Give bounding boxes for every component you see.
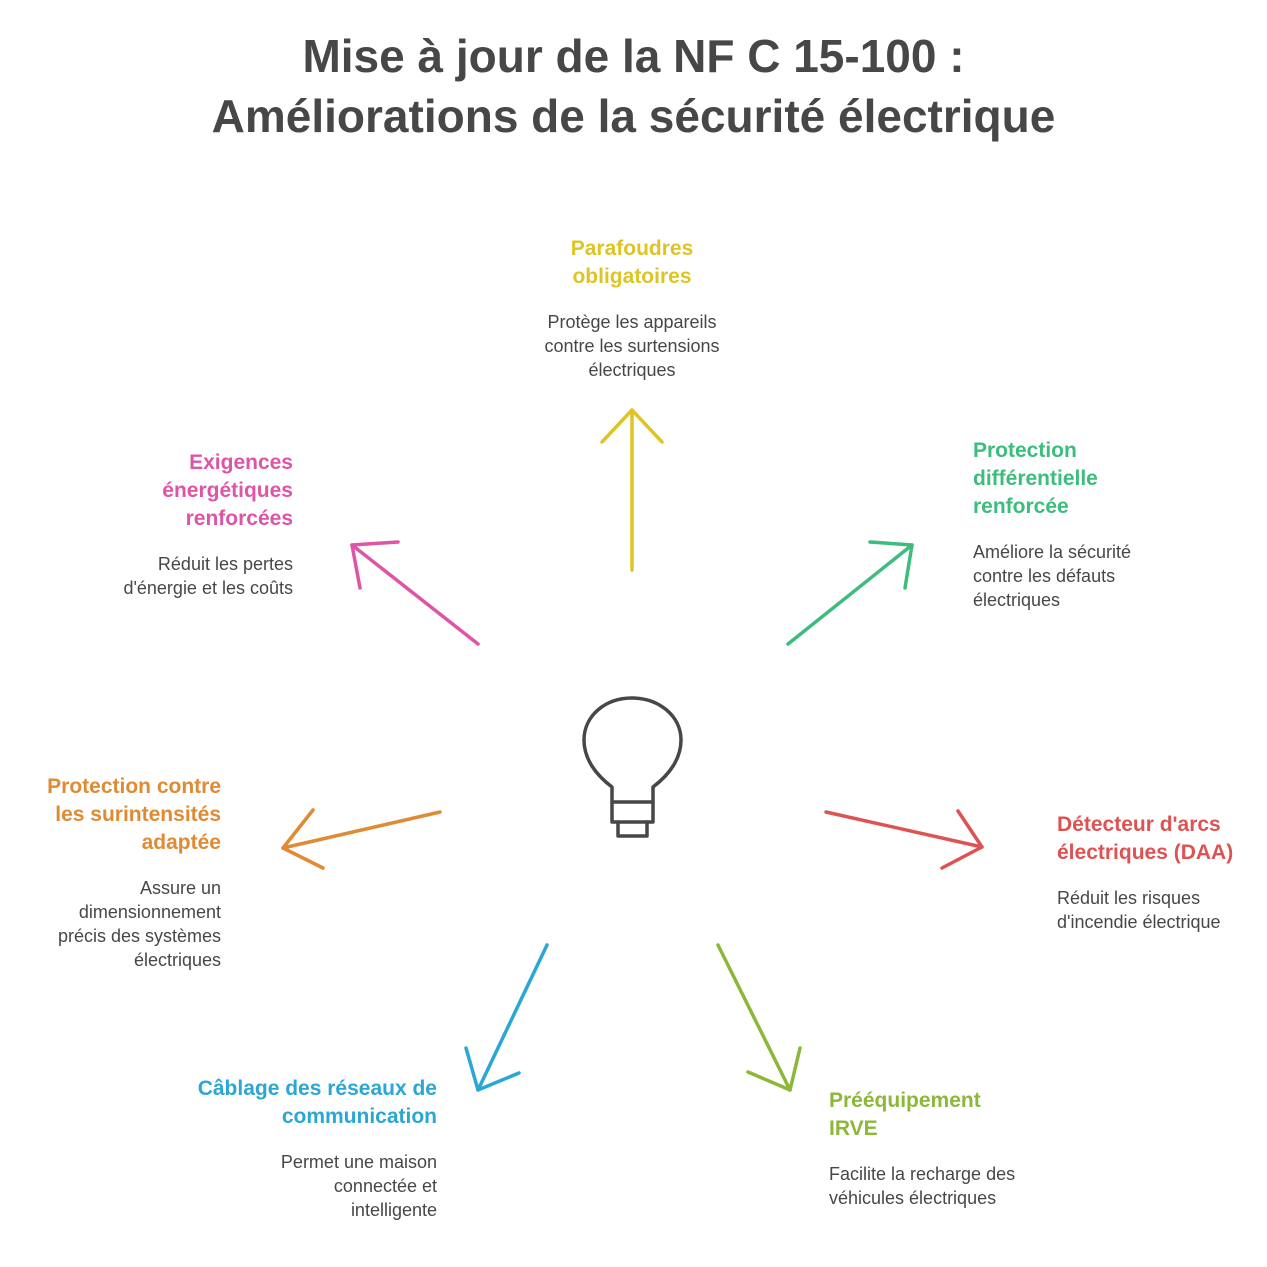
node-description: Protège les appareils contre les surtens… xyxy=(482,310,782,382)
node-desc-line: électriques xyxy=(133,950,221,970)
title-line-1: Mise à jour de la NF C 15-100 : xyxy=(302,30,965,82)
node-desc-line: d'énergie et les coûts xyxy=(123,578,293,598)
node-desc-line: contre les défauts xyxy=(973,566,1116,586)
node-desc-line: Assure un xyxy=(139,878,221,898)
node-title-line: différentielle xyxy=(973,467,1098,490)
node-description: Facilite la recharge des véhicules élect… xyxy=(829,1162,1089,1210)
node-description: Améliore la sécurité contre les défauts … xyxy=(973,540,1233,612)
node-title: Détecteur d'arcs électriques (DAA) xyxy=(1057,811,1262,867)
node-title-line: Détecteur d'arcs xyxy=(1057,813,1221,836)
node-protection-surintensites: Protection contre les surintensités adap… xyxy=(11,773,221,972)
arrow-protection-differentielle xyxy=(786,540,914,646)
node-desc-line: Facilite la recharge des xyxy=(829,1164,1016,1184)
node-title-line: Protection contre xyxy=(47,775,221,798)
node-desc-line: Réduit les risques xyxy=(1057,888,1201,908)
arrow-parafoudres xyxy=(600,408,664,572)
arrow-exigences-energetiques xyxy=(350,540,480,646)
node-title: Parafoudres obligatoires xyxy=(482,235,782,291)
node-title-line: adaptée xyxy=(141,831,221,854)
arrow-detecteur-arcs xyxy=(824,809,984,870)
node-desc-line: électriques xyxy=(973,590,1061,610)
arrow-protection-surintensites xyxy=(281,808,442,870)
node-title-line: les surintensités xyxy=(55,803,221,826)
arrow-cablage-reseaux xyxy=(464,943,549,1092)
node-parafoudres: Parafoudres obligatoires Protège les app… xyxy=(482,235,782,382)
node-desc-line: dimensionnement xyxy=(78,902,221,922)
node-desc-line: Réduit les pertes xyxy=(157,554,293,574)
node-title-line: obligatoires xyxy=(572,265,692,288)
node-title-line: Protection xyxy=(973,439,1077,462)
arrow-preequipement-irve xyxy=(716,943,802,1092)
node-title: Protection différentielle renforcée xyxy=(973,437,1233,521)
node-preequipement-irve: Prééquipement IRVE Facilite la recharge … xyxy=(829,1087,1089,1210)
node-title-line: Parafoudres xyxy=(570,237,694,260)
node-detecteur-arcs: Détecteur d'arcs électriques (DAA) Rédui… xyxy=(1057,811,1262,934)
node-title-line: renforcées xyxy=(185,507,293,530)
node-cablage-reseaux: Câblage des réseaux de communication Per… xyxy=(157,1075,437,1222)
node-desc-line: connectée et xyxy=(333,1176,437,1196)
node-title-line: IRVE xyxy=(829,1117,878,1140)
node-title: Câblage des réseaux de communication xyxy=(157,1075,437,1131)
node-desc-line: Protège les appareils xyxy=(547,312,717,332)
lightbulb-icon xyxy=(582,696,683,838)
node-title-line: Câblage des réseaux de xyxy=(197,1077,437,1100)
title-line-2: Améliorations de la sécurité électrique xyxy=(211,90,1056,142)
node-desc-line: Améliore la sécurité xyxy=(973,542,1132,562)
node-title-line: électriques (DAA) xyxy=(1057,841,1234,864)
node-protection-differentielle: Protection différentielle renforcée Amél… xyxy=(973,437,1233,612)
page-title: Mise à jour de la NF C 15-100 : Améliora… xyxy=(0,26,1267,146)
node-title: Protection contre les surintensités adap… xyxy=(11,773,221,857)
node-desc-line: d'incendie électrique xyxy=(1057,912,1221,932)
node-description: Permet une maison connectée et intellige… xyxy=(157,1150,437,1222)
node-title-line: énergétiques xyxy=(162,479,293,502)
node-desc-line: Permet une maison xyxy=(280,1152,437,1172)
node-title-line: renforcée xyxy=(973,495,1069,518)
node-description: Réduit les pertes d'énergie et les coûts xyxy=(63,552,293,600)
node-title-line: Exigences xyxy=(189,451,293,474)
node-desc-line: électriques xyxy=(588,360,676,380)
node-title: Prééquipement IRVE xyxy=(829,1087,1089,1143)
node-desc-line: véhicules électriques xyxy=(829,1188,997,1208)
node-title-line: Prééquipement xyxy=(829,1089,981,1112)
node-desc-line: intelligente xyxy=(350,1200,437,1220)
node-title-line: communication xyxy=(281,1105,437,1128)
node-desc-line: contre les surtensions xyxy=(544,336,720,356)
node-description: Assure un dimensionnement précis des sys… xyxy=(11,876,221,972)
node-description: Réduit les risques d'incendie électrique xyxy=(1057,886,1262,934)
node-title: Exigences énergétiques renforcées xyxy=(63,449,293,533)
node-desc-line: précis des systèmes xyxy=(57,926,221,946)
node-exigences-energetiques: Exigences énergétiques renforcées Réduit… xyxy=(63,449,293,600)
